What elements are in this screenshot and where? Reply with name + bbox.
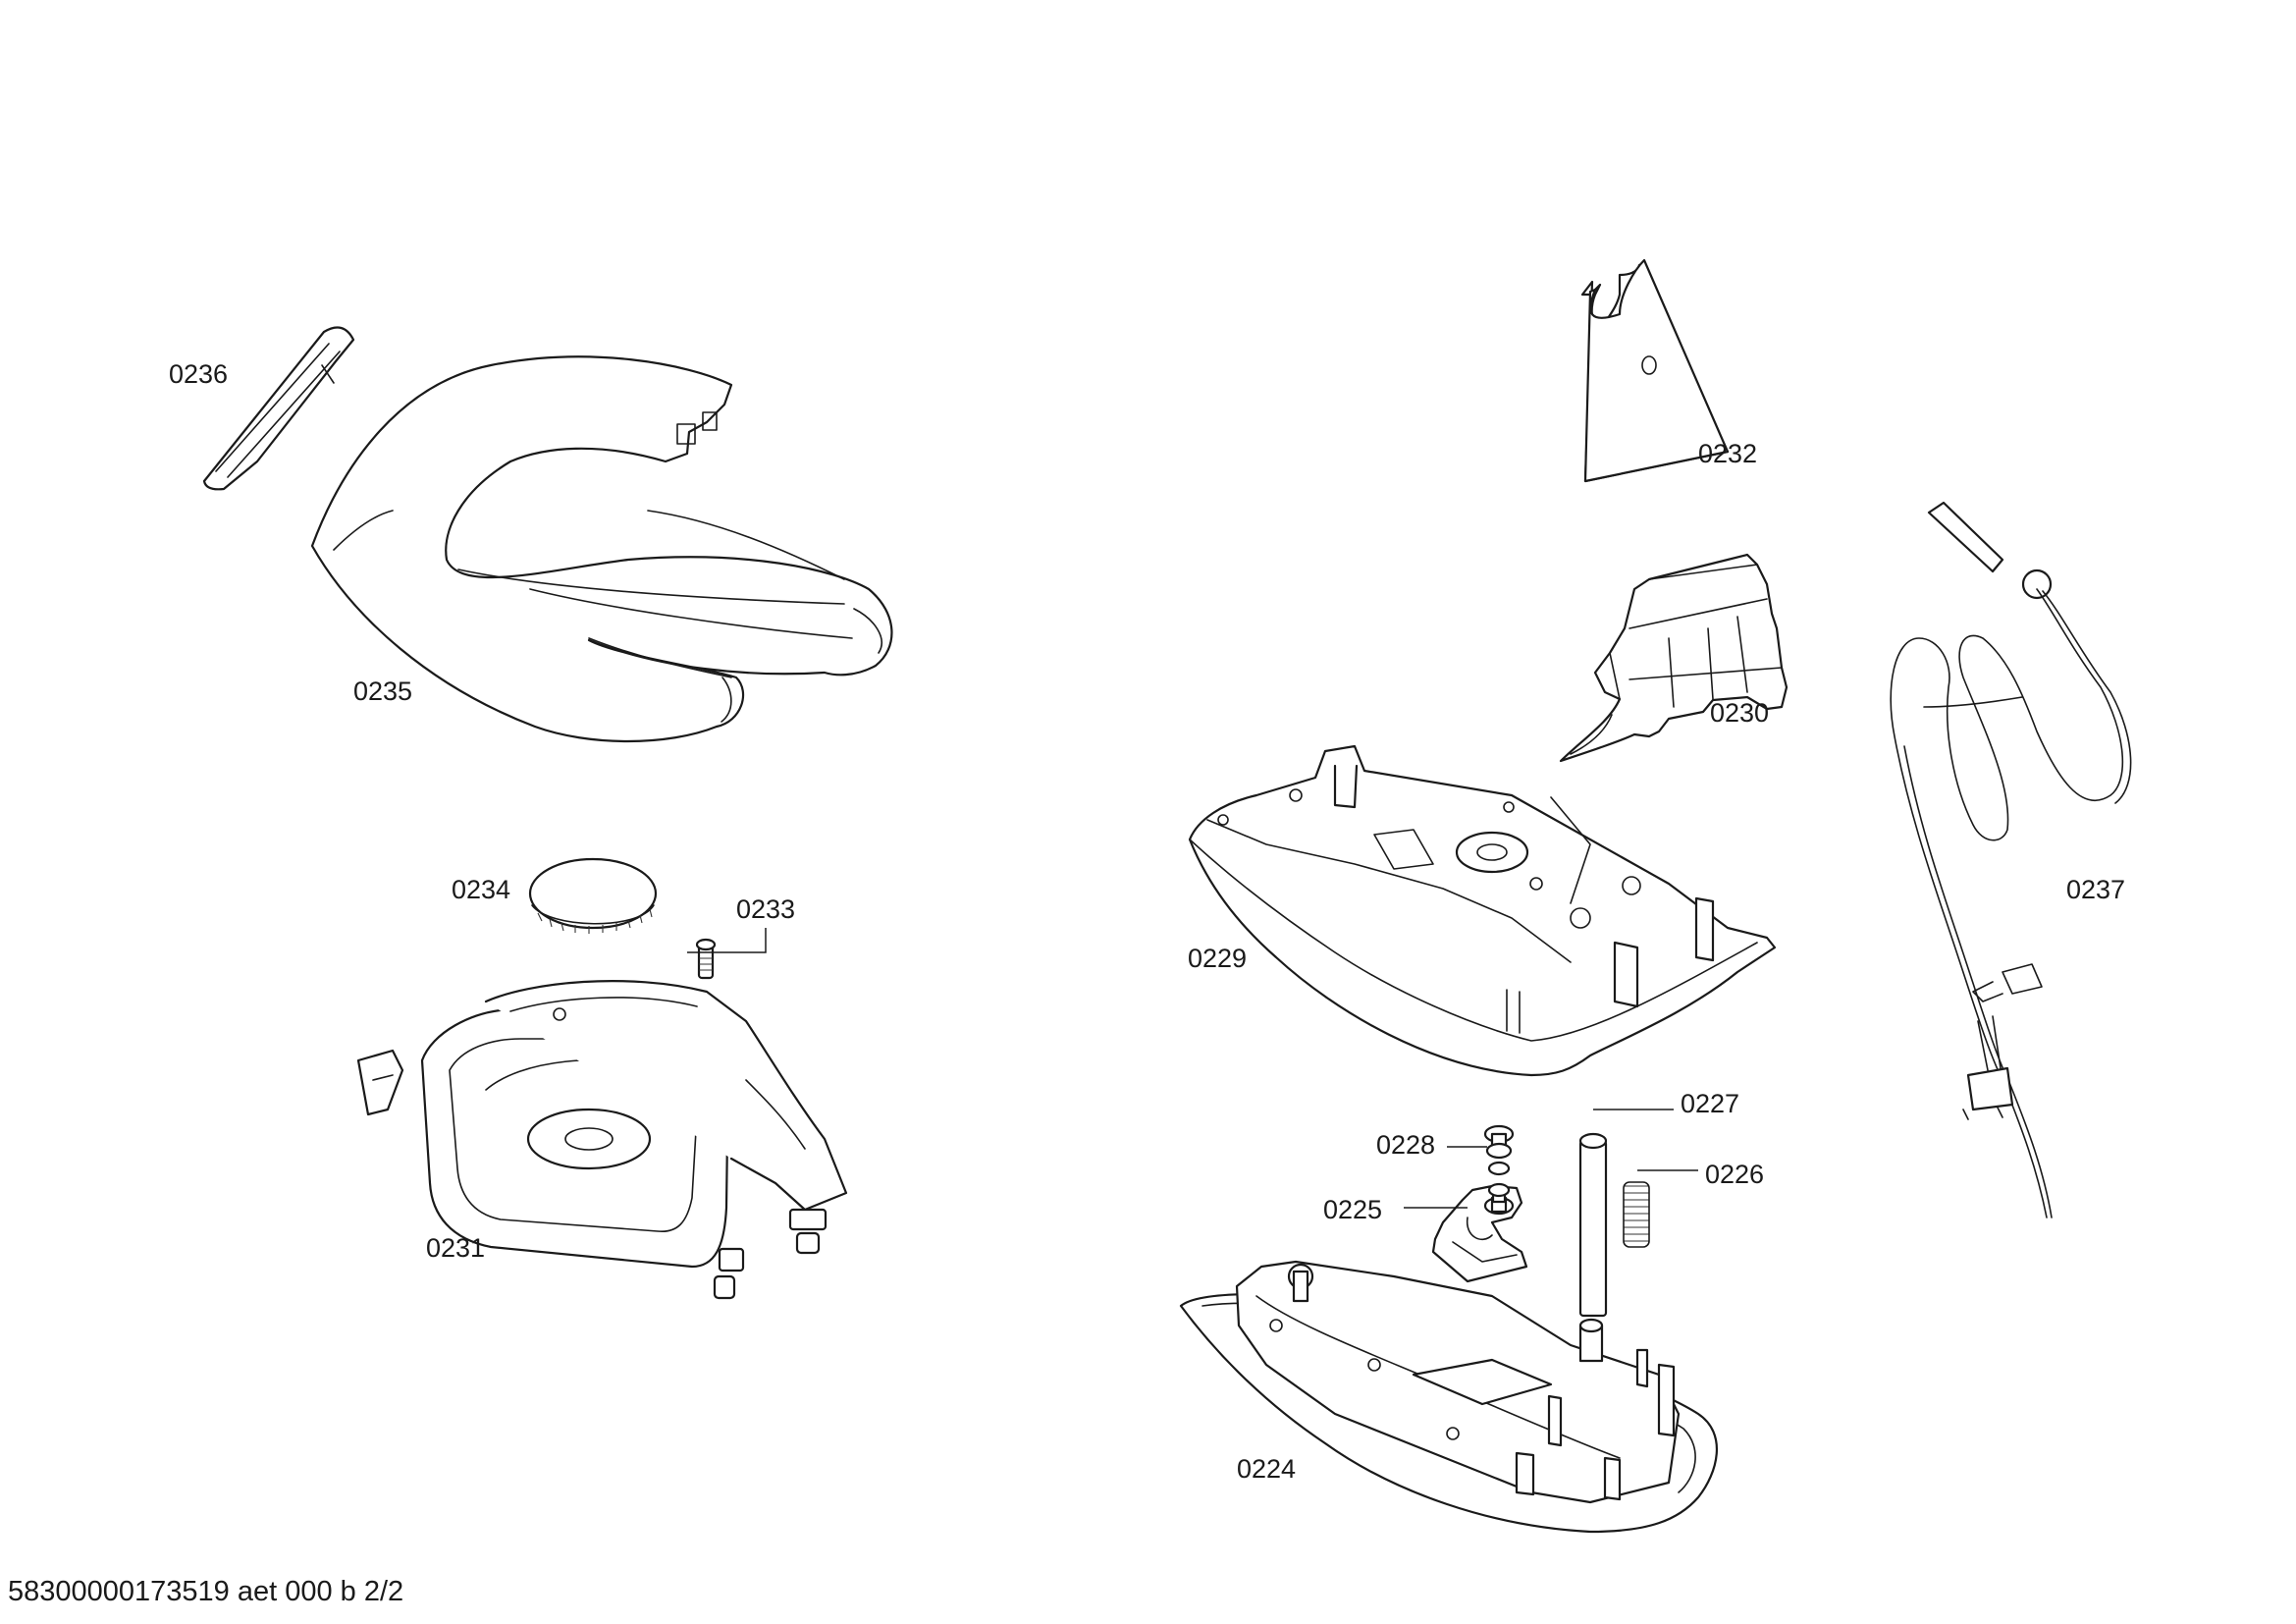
- part-label: 0231: [426, 1233, 485, 1263]
- part-label: 0237: [2066, 875, 2125, 904]
- part-label: 0224: [1237, 1454, 1296, 1484]
- part-0235-drawing: [310, 355, 893, 743]
- part-0233-drawing: [695, 938, 717, 980]
- leader-lines: [687, 928, 1698, 1209]
- part-0227-drawing: [1623, 1181, 1650, 1248]
- part-0226-drawing: [1578, 1132, 1608, 1318]
- part-0236-drawing: [202, 326, 355, 491]
- part-label: 0229: [1188, 944, 1247, 973]
- part-label: 0232: [1698, 439, 1757, 468]
- part-label: 0226: [1705, 1160, 1764, 1189]
- part-label: 0227: [1681, 1089, 1739, 1118]
- part-0231-drawing: [356, 980, 848, 1300]
- part-0237-drawing: [1890, 501, 2132, 1218]
- part-label: 0225: [1323, 1195, 1382, 1224]
- part-label: 0234: [452, 875, 510, 904]
- part-label: 0230: [1710, 698, 1769, 728]
- part-labels: 0236 0235 0234 0233 0231 0232 0230 0237 …: [169, 359, 2125, 1484]
- part-0234-drawing: [528, 857, 658, 934]
- part-0230-drawing: [1559, 553, 1789, 763]
- part-0225-drawing: [1431, 1182, 1528, 1283]
- part-label: 0233: [736, 894, 795, 924]
- part-0224-drawing: [1179, 1260, 1719, 1534]
- part-label: 0228: [1376, 1130, 1435, 1160]
- part-0228-drawing: [1483, 1124, 1515, 1176]
- part-0229-drawing: [1188, 744, 1777, 1077]
- part-label: 0235: [353, 677, 412, 706]
- part-label: 0236: [169, 359, 228, 389]
- document-reference-footer: 58300000173519 aet 000 b 2/2: [8, 1576, 403, 1607]
- part-0232-drawing: [1580, 258, 1730, 483]
